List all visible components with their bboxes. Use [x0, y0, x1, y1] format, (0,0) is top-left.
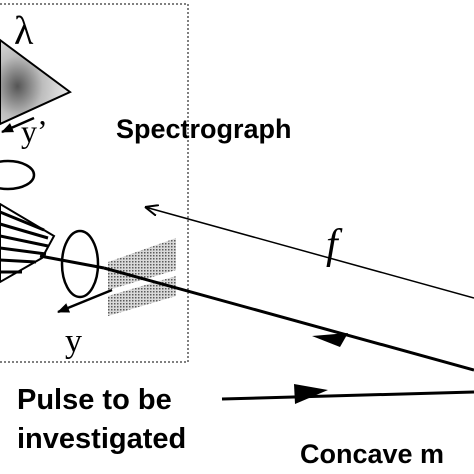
beam-through-lens [65, 260, 101, 268]
focusing-lens [60, 229, 100, 299]
main-beam-line [103, 266, 474, 372]
pulse-label-line2: investigated [17, 423, 186, 455]
spectrograph-label: Spectrograph [116, 114, 292, 144]
y-prime-axis-arrow [1, 116, 35, 134]
spectrograph-boundary [0, 3, 189, 363]
beam-grating-to-lens [39, 254, 105, 270]
incoming-pulse-arrowhead [294, 384, 328, 404]
y-axis-arrow [57, 288, 113, 314]
incoming-pulse-line [221, 390, 474, 401]
concave-mirror-label: Concave m [300, 439, 444, 469]
focal-length-arrow [145, 207, 474, 299]
pulse-label-line1: Pulse to be [17, 384, 172, 416]
y-prime-label: y’ [21, 113, 48, 149]
y-label: y [65, 323, 82, 360]
return-beam-arrowhead [312, 333, 348, 347]
upper-lens [0, 159, 36, 191]
diffraction-grating [0, 202, 56, 284]
lambda-label: λ [14, 8, 34, 53]
entrance-slit [108, 238, 176, 316]
spectrum-wedge [0, 38, 72, 126]
